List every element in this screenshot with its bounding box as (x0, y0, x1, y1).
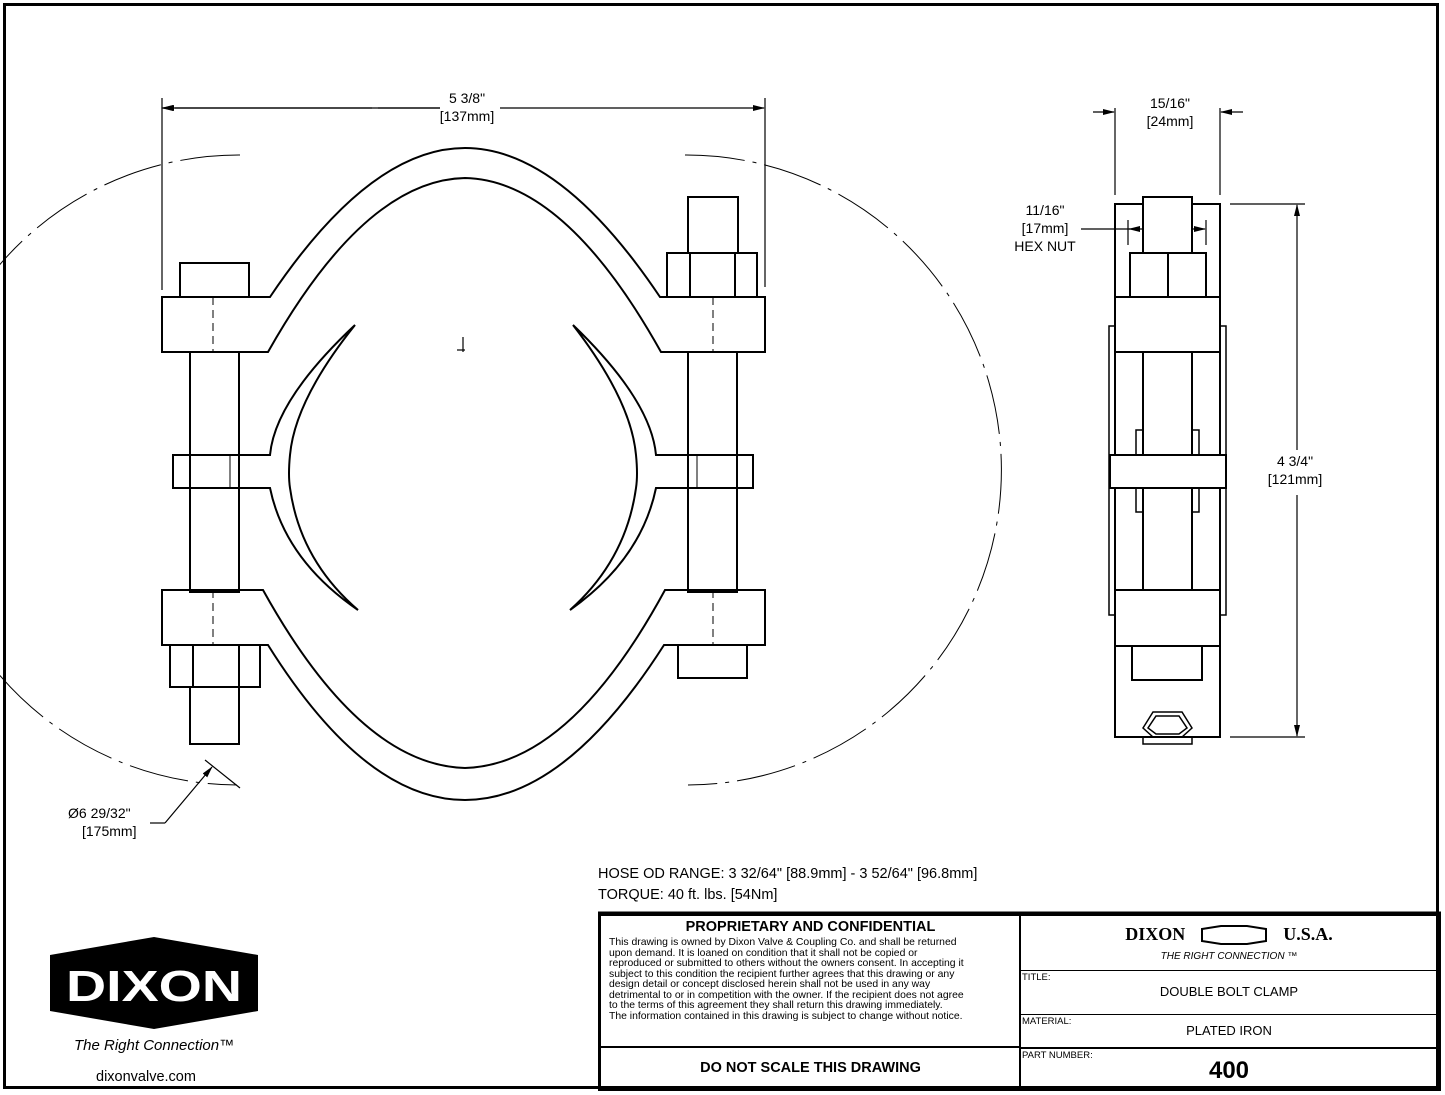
brand-usa: U.S.A. (1283, 924, 1333, 944)
hex-nut-top-right (666, 252, 758, 298)
brand-section: DIXON U.S.A. THE RIGHT CONNECTION ™ (1020, 916, 1438, 971)
upper-clamp-body (161, 146, 766, 353)
proprietary-line: This drawing is owned by Dixon Valve & C… (609, 937, 957, 948)
diameter-leader (150, 759, 241, 824)
side-view (1081, 108, 1305, 745)
width-inches: 5 3/8" (448, 90, 486, 106)
side-height-inches: 4 3/4" (1276, 453, 1314, 469)
width-dimension-label: 5 3/8" [137mm] (422, 89, 512, 125)
title-label: TITLE: (1022, 972, 1051, 983)
proprietary-text: This drawing is owned by Dixon Valve & C… (609, 937, 1012, 1022)
side-height-dimension-label: 4 3/4" [121mm] (1255, 452, 1335, 488)
liner-ear-left (172, 324, 359, 611)
logo-url[interactable]: dixonvalve.com (96, 1069, 196, 1085)
logo-wordmark: DIXON (66, 962, 242, 1011)
side-bolt-end-top (1142, 196, 1193, 254)
bolt-end-top-right (687, 196, 739, 254)
proprietary-section: PROPRIETARY AND CONFIDENTIAL This drawin… (601, 916, 1020, 1048)
bolt-head-top-left (179, 262, 250, 298)
torque-note: TORQUE: 40 ft. lbs. [54Nm] (598, 887, 778, 903)
bolt-end-bottom-left (189, 686, 240, 745)
title-field: TITLE: DOUBLE BOLT CLAMP (1020, 971, 1438, 1015)
title-value: DOUBLE BOLT CLAMP (1159, 984, 1299, 999)
proprietary-line: to the terms of this agreement they shal… (609, 1000, 943, 1011)
material-field: MATERIAL: PLATED IRON (1020, 1015, 1438, 1049)
side-width-mm: [24mm] (1146, 113, 1194, 129)
dixon-logo: DIXON (50, 937, 258, 1029)
proprietary-line: design detail or concept disclosed herei… (609, 979, 931, 990)
brand-dixon: DIXON (1125, 924, 1186, 944)
material-value: PLATED IRON (1186, 1023, 1272, 1038)
hex-nut-dimension-label: 11/16" [17mm] HEX NUT (1005, 201, 1085, 255)
bolt-shaft-left (189, 351, 240, 593)
proprietary-line: subject to this condition the recipient … (609, 968, 955, 980)
front-view (0, 98, 1002, 824)
logo-hexagon-icon (50, 937, 258, 1029)
side-width-dimension-label: 15/16" [24mm] (1130, 94, 1210, 130)
title-block-proprietary: PROPRIETARY AND CONFIDENTIAL This drawin… (598, 913, 1021, 1091)
hex-nut-inches: 11/16" (1025, 202, 1065, 218)
hex-nut-mm: [17mm] (1021, 220, 1069, 236)
title-block-info: DIXON U.S.A. THE RIGHT CONNECTION ™ TITL… (1019, 913, 1441, 1091)
side-hex-detail (1142, 711, 1193, 745)
proprietary-line: reproduced or submitted to others withou… (609, 958, 964, 969)
width-mm: [137mm] (439, 108, 495, 124)
material-label: MATERIAL: (1022, 1016, 1072, 1027)
diameter-dimension-label: Ø6 29/32" [175mm] (68, 804, 168, 840)
bolt-head-bottom-right (677, 644, 748, 679)
brand-tagline: THE RIGHT CONNECTION ™ (1160, 951, 1298, 962)
part-number-field: PART NUMBER: 400 (1020, 1049, 1438, 1089)
diameter-mm: [175mm] (82, 823, 137, 839)
part-number-value: 400 (1208, 1057, 1250, 1084)
proprietary-line: The information contained in this drawin… (609, 1010, 963, 1022)
outer-diameter-phantom-circle (0, 154, 1002, 786)
proprietary-line: detrimental to or in competition with th… (609, 989, 964, 1001)
diameter-inches: Ø6 29/32" (68, 805, 131, 821)
hex-nut-label: HEX NUT (1014, 238, 1076, 254)
liner-ear-right (569, 324, 754, 611)
logo-tagline: The Right Connection™ (74, 1037, 235, 1054)
do-not-scale-notice: DO NOT SCALE THIS DRAWING (700, 1060, 921, 1076)
side-width-inches: 15/16" (1149, 95, 1190, 111)
lower-clamp-body (161, 589, 766, 802)
width-dimension (161, 98, 766, 290)
part-number-label: PART NUMBER: (1022, 1050, 1093, 1061)
center-mark (457, 337, 465, 352)
bolt-shaft-right (687, 351, 738, 593)
proprietary-line: upon demand. It is loaned on condition t… (609, 947, 918, 959)
drawing-notes: HOSE OD RANGE: 3 32/64" [88.9mm] - 3 52/… (598, 864, 977, 906)
proprietary-heading: PROPRIETARY AND CONFIDENTIAL (685, 919, 936, 935)
side-height-mm: [121mm] (1267, 471, 1323, 487)
drawing-sheet-border (3, 3, 1439, 1089)
hex-nut-bottom-left (169, 644, 261, 688)
hose-od-range-note: HOSE OD RANGE: 3 32/64" [88.9mm] - 3 52/… (598, 866, 978, 882)
hexagon-logo-icon (1201, 924, 1268, 945)
